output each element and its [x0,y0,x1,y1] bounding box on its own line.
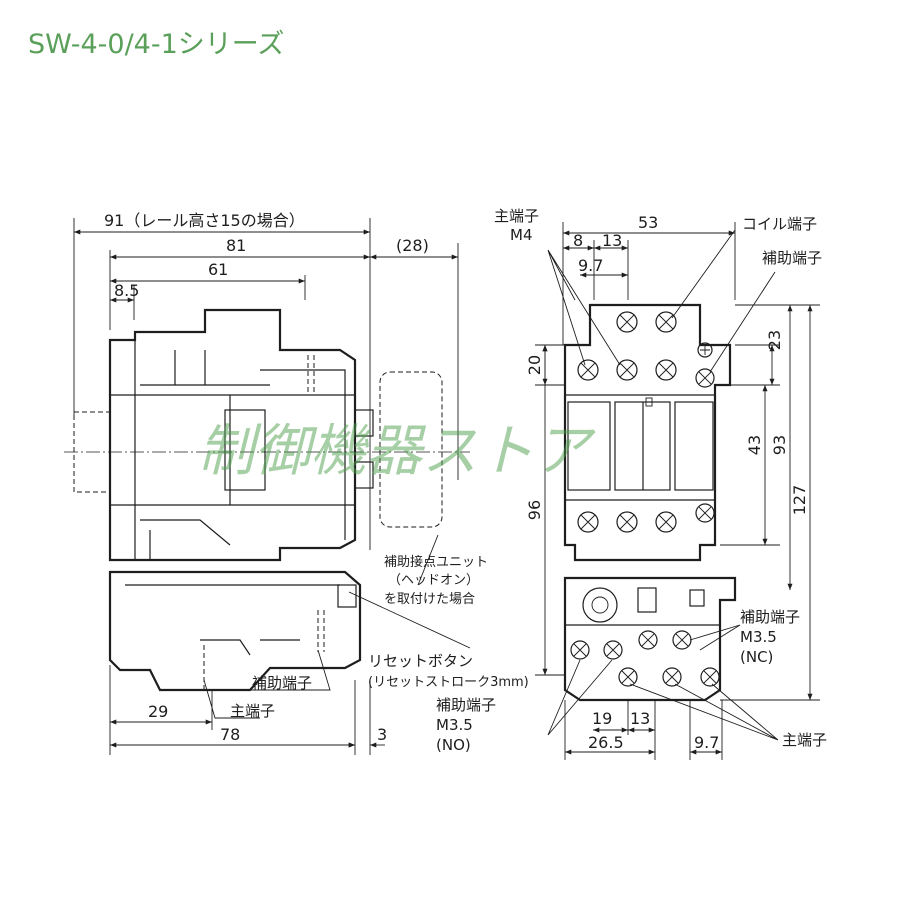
dim-8-5-label: 8.5 [114,281,139,300]
aux-no-label-3: (NO) [436,736,471,754]
dim-53-label: 53 [638,213,658,232]
coil-terminal-label: コイル端子 [742,215,817,233]
store-watermark: 制御機器ストア [198,419,596,484]
side-aux-terminal-label: 補助端子 [252,674,312,692]
page-title: SW-4-0/4-1シリーズ [28,29,285,60]
bottom-terminal-screws [577,503,715,533]
aux-nc-label-1: 補助端子 [740,608,800,626]
aux-unit-label-2: （ヘッドオン） [388,573,479,588]
dim-29-label: 29 [148,702,168,721]
dim-96-label: 96 [525,500,544,520]
aux-terminal-top-label: 補助端子 [762,249,822,267]
front-view [535,222,820,760]
aux-unit-label-1: 補助接点ユニット [384,554,488,570]
dim-61-label: 61 [208,260,228,279]
dim-19-label: 19 [592,709,612,728]
dim-23-label: 23 [765,330,784,350]
reset-button-label: リセットボタン [368,652,473,670]
dim-43-label: 43 [745,435,764,455]
front-main-terminal-top-label: 主端子 [494,207,539,225]
dim-26-5-label: 26.5 [588,733,624,752]
aux-nc-label-3: (NC) [740,648,773,666]
reset-stroke-label: (リセットストローク3mm) [368,675,529,690]
top-terminal-screws [577,311,715,388]
aux-no-label-1: 補助端子 [436,696,496,714]
dim-3-label: 3 [377,725,387,744]
dim-9-7-top-label: 9.7 [578,256,603,275]
dim-78-label: 78 [220,725,240,744]
side-view [64,218,471,755]
dim-20-label: 20 [525,355,544,375]
aux-unit-label-3: を取付けた場合 [384,592,475,607]
dim-13-bottom-label: 13 [630,709,650,728]
side-main-terminal-label: 主端子 [230,702,275,720]
front-main-terminal-bottom-label: 主端子 [782,731,827,749]
dim-28-label: (28) [396,236,429,255]
dim-91-label: 91（レール高さ15の場合） [104,211,305,230]
dim-13-top-label: 13 [602,231,622,250]
front-m4-label: M4 [510,226,533,244]
dim-9-7-bottom-label: 9.7 [694,733,719,752]
dim-127-label: 127 [790,485,809,516]
aux-nc-label-2: M3.5 [740,628,777,646]
dim-81-label: 81 [226,236,246,255]
dim-93-label: 93 [770,435,789,455]
aux-no-label-2: M3.5 [436,716,473,734]
dim-8-label: 8 [573,231,583,250]
